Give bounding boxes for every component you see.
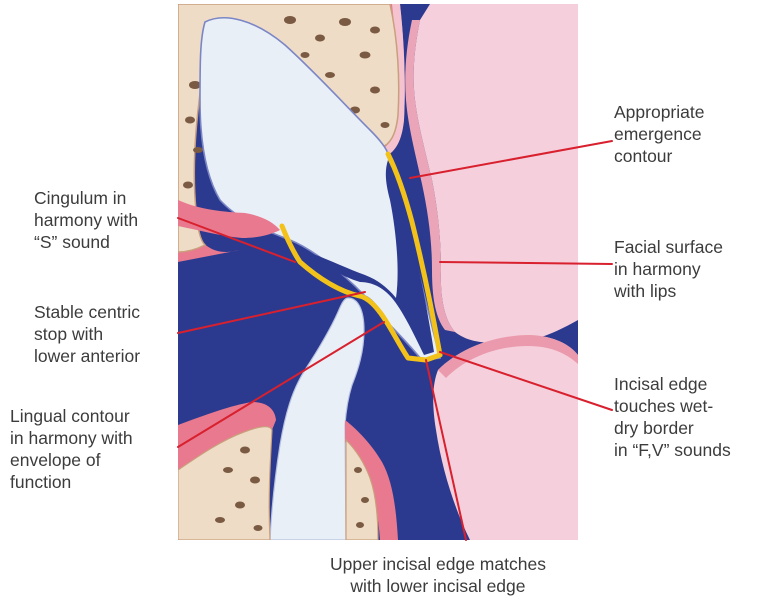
callout-cingulum: Cingulum in harmony with “S” sound xyxy=(34,187,138,253)
callout-line: touches wet- xyxy=(614,395,731,417)
callout-line: in harmony with xyxy=(10,427,133,449)
callout-line: Stable centric xyxy=(34,301,140,323)
callout-line: with lips xyxy=(614,280,723,302)
callout-line: Facial surface xyxy=(614,236,723,258)
callout-line: lower anterior xyxy=(34,345,140,367)
callout-line: with lower incisal edge xyxy=(330,575,546,597)
callout-line: Lingual contour xyxy=(10,405,133,427)
callout-line: Appropriate xyxy=(614,101,704,123)
callout-line: in “F,V” sounds xyxy=(614,439,731,461)
callout-line: Cingulum in xyxy=(34,187,138,209)
callout-line: Incisal edge xyxy=(614,373,731,395)
callout-line: “S” sound xyxy=(34,231,138,253)
callout-facial-surface: Facial surface in harmony with lips xyxy=(614,236,723,302)
callout-lingual-contour: Lingual contour in harmony with envelope… xyxy=(10,405,133,493)
callout-line: in harmony xyxy=(614,258,723,280)
callout-line: function xyxy=(10,471,133,493)
callout-upper-incisal-edge-match: Upper incisal edge matches with lower in… xyxy=(330,553,546,597)
callout-line: dry border xyxy=(614,417,731,439)
callout-line: harmony with xyxy=(34,209,138,231)
callout-stable-centric-stop: Stable centric stop with lower anterior xyxy=(34,301,140,367)
callout-appropriate-emergence-contour: Appropriate emergence contour xyxy=(614,101,704,167)
callout-line: envelope of xyxy=(10,449,133,471)
callout-line: Upper incisal edge matches xyxy=(330,553,546,575)
callout-incisal-edge-wet-dry: Incisal edge touches wet- dry border in … xyxy=(614,373,731,461)
callout-line: contour xyxy=(614,145,704,167)
callout-line: emergence xyxy=(614,123,704,145)
callout-line: stop with xyxy=(34,323,140,345)
